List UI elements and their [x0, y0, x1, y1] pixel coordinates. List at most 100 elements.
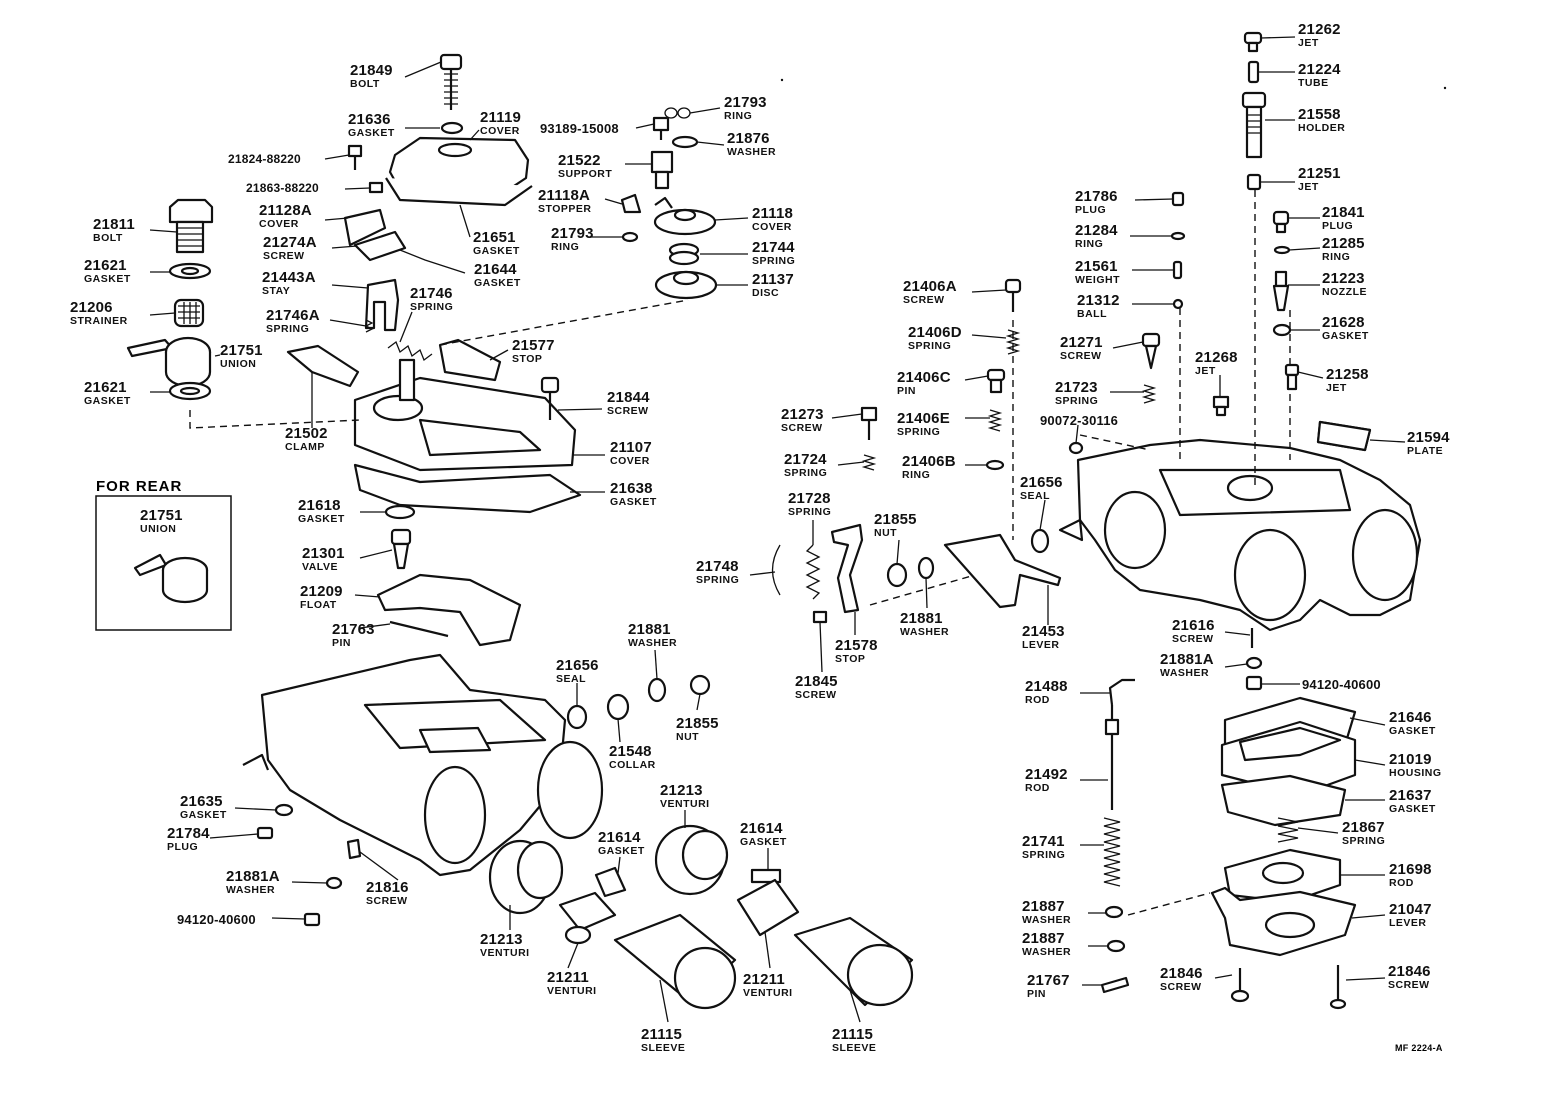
lever-21047-drawing	[1210, 886, 1357, 957]
gasket-21636-drawing	[440, 121, 464, 135]
part-label: 94120-40600	[177, 912, 256, 927]
pin-21763-drawing	[389, 620, 449, 638]
gasket-21618-drawing	[384, 504, 416, 520]
stopper-21118a-drawing	[620, 193, 642, 214]
nut-21863-drawing	[368, 181, 384, 194]
venturi-21213a-drawing	[488, 839, 564, 915]
disc-21137-drawing	[654, 270, 718, 300]
nozzle-21223-drawing	[1272, 270, 1290, 312]
ring-21793-drawing	[664, 107, 691, 119]
washer-21881a-drawing	[325, 876, 343, 890]
rod-21492-drawing	[1104, 718, 1120, 810]
support-21522-drawing	[650, 150, 674, 190]
gasket-21628-drawing	[1272, 323, 1292, 337]
pin-21767-drawing	[1100, 976, 1130, 994]
screw-93189-drawing	[652, 116, 670, 140]
gasket-21644-drawing	[353, 230, 407, 262]
part-label: 93189-15008	[540, 121, 619, 136]
gasket-21614b-drawing	[750, 868, 782, 884]
washer-21881b-drawing	[917, 556, 935, 580]
cover-21119-drawing	[385, 136, 533, 207]
washer-21876-drawing	[671, 135, 699, 149]
jet-21258-drawing	[1284, 363, 1300, 391]
jet-21262-drawing	[1243, 31, 1263, 53]
clamp-21502-drawing	[286, 344, 360, 388]
plate-21594-drawing	[1316, 420, 1372, 452]
housing-21019-drawing	[1220, 720, 1357, 797]
nut-94120-b-drawing	[1245, 675, 1263, 691]
venturi-21211b-drawing	[736, 878, 800, 937]
nut-94120-drawing	[303, 912, 321, 927]
float-21209-drawing	[376, 573, 522, 647]
pin-21406c-drawing	[986, 368, 1006, 394]
screw-21846b-drawing	[1329, 965, 1347, 1010]
screw-21271-drawing	[1141, 332, 1161, 370]
ring-21406b-drawing	[985, 459, 1005, 471]
ball-21312-drawing	[1172, 298, 1184, 310]
seal-21656b-drawing	[1030, 528, 1050, 554]
plug-21784-drawing	[256, 826, 274, 840]
cover-21107-drawing	[353, 358, 577, 472]
inset-title: FOR REAR	[96, 478, 183, 495]
screw-21844-drawing	[540, 376, 560, 420]
spring-21746-drawing	[387, 340, 433, 362]
plug-21841-drawing	[1272, 210, 1290, 234]
part-label: 21863-88220	[246, 181, 319, 195]
ring-21793b-drawing	[621, 231, 639, 243]
nut-21855-drawing	[689, 674, 711, 696]
spring-21723-drawing	[1141, 384, 1157, 404]
spring-21406d-drawing	[1005, 329, 1021, 355]
stop-21578-drawing	[830, 523, 864, 614]
gasket-21614a-drawing	[594, 866, 627, 898]
screw-21273-drawing	[860, 406, 878, 440]
